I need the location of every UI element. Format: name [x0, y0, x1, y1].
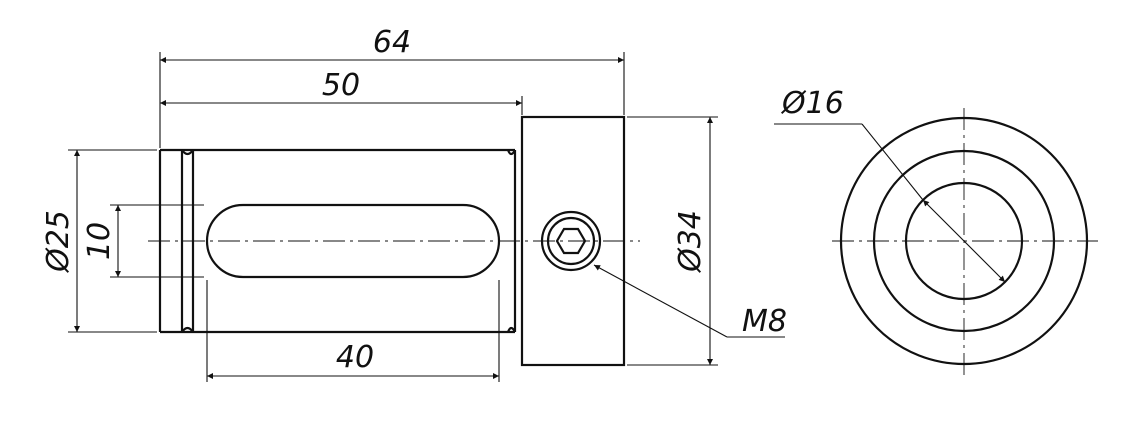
dimension-slot-width: 10	[82, 205, 121, 277]
bore-circle	[904, 181, 1024, 301]
dimension-body-length: 50	[160, 68, 522, 106]
dimension-collar-diameter-label: Ø34	[673, 210, 708, 274]
dimension-slot-length: 40	[207, 340, 499, 379]
dimension-bore-diameter: Ø16	[774, 86, 1006, 283]
dimension-overall-length: 64	[160, 25, 624, 63]
side-view: 64 50 40 Ø25 10 Ø34	[41, 25, 787, 382]
dimension-body-diameter: Ø25	[41, 150, 80, 332]
end-view: Ø16	[774, 86, 1098, 375]
slot	[205, 203, 501, 279]
dimension-overall-length-label: 64	[373, 25, 411, 60]
middle-circle	[872, 149, 1056, 333]
set-screw	[540, 210, 602, 272]
dimension-body-length-label: 50	[322, 68, 360, 103]
collar	[520, 115, 626, 367]
screw-thread-callout: M8	[593, 264, 787, 339]
dimension-body-diameter-label: Ø25	[41, 210, 76, 274]
dimension-slot-width-label: 10	[82, 222, 117, 260]
dimension-collar-diameter: Ø34	[673, 117, 713, 365]
screw-thread-label: M8	[742, 304, 787, 339]
outer-circle	[839, 116, 1089, 366]
dimension-slot-length-label: 40	[336, 340, 374, 375]
shaft-body	[158, 148, 517, 334]
dimension-bore-diameter-label: Ø16	[780, 86, 844, 121]
